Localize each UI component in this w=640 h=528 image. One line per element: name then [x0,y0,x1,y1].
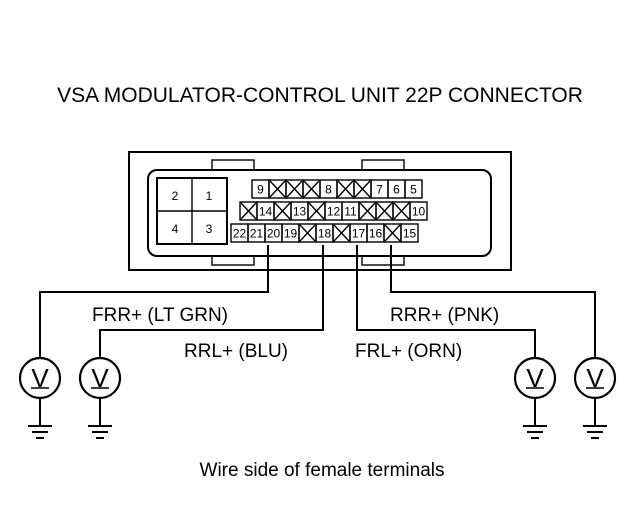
wire-frr [39,245,269,358]
pin-15: 15 [400,223,419,243]
blank-pin-cell [285,179,304,199]
pin-label: 21 [250,227,264,241]
blank-pin-cell [358,201,377,221]
blank-pin-cell [353,179,372,199]
pin-label: 11 [344,205,357,219]
blank-pin-cell [298,223,317,243]
pin-label: 15 [403,227,417,241]
voltmeter-icon: V [513,356,557,439]
pin-14: 14 [256,201,275,221]
pin-label: 19 [284,227,298,241]
pin-5: 5 [404,179,423,199]
pin-label: 10 [412,205,426,219]
voltmeter-symbol: V [526,363,544,393]
diagram-title: VSA MODULATOR-CONTROL UNIT 22P CONNECTOR [57,84,583,107]
wire-rrr [390,245,596,358]
wires [39,245,596,358]
pin-2: 2 [172,189,179,203]
connector-housing [128,151,512,271]
wire-frl [356,245,536,358]
wire-label-frr: FRR+ (LT GRN) [92,305,228,326]
blank-pin-cell [302,179,321,199]
blank-pin-cell [392,201,411,221]
pin-16: 16 [366,223,385,243]
pin-8: 8 [319,179,338,199]
voltmeter-icon: V [573,356,617,439]
blank-pin-cell [273,201,292,221]
blank-pin-cell [239,201,258,221]
ground-icon [28,425,52,439]
pin-13: 13 [290,201,309,221]
pin-7: 7 [370,179,389,199]
voltmeter-symbol: V [586,363,604,393]
diagram-caption: Wire side of female terminals [200,460,445,481]
pin-label: 8 [325,183,332,197]
pin-label: 14 [259,205,273,219]
blank-pin-cell [375,201,394,221]
blank-pin-cell [332,223,351,243]
wire-label-rrl: RRL+ (BLU) [184,341,288,362]
pin-17: 17 [349,223,368,243]
pin-label: 5 [410,183,417,197]
blank-pin-cell [268,179,287,199]
pin-22: 22 [230,223,249,243]
pin-label: 9 [257,183,264,197]
pin-label: 16 [369,227,383,241]
pin-11: 11 [341,201,360,221]
pin-label: 12 [327,205,341,219]
pin-10: 10 [409,201,428,221]
pin-label: 22 [233,227,247,241]
voltmeter-icon: V [18,356,62,439]
pin-9: 9 [251,179,270,199]
pin-18: 18 [315,223,334,243]
large-pins: 2 1 4 3 [172,189,213,236]
blank-pin-cell [336,179,355,199]
ground-icon [583,425,607,439]
pin-20: 20 [264,223,283,243]
pin-label: 13 [293,205,307,219]
pin-21: 21 [247,223,266,243]
pin-label: 7 [376,183,383,197]
blank-pin-cell [383,223,402,243]
wire-label-frl: FRL+ (ORN) [355,341,462,362]
pin-12: 12 [324,201,343,221]
pin-label: 20 [267,227,281,241]
pin-1: 1 [206,189,213,203]
voltmeter-symbol: V [91,363,109,393]
ground-icon [523,425,547,439]
voltmeter-icon: V [78,356,122,439]
ground-icon [88,425,112,439]
pin-label: 18 [318,227,332,241]
pin-label: 17 [352,227,366,241]
wire-label-rrr: RRR+ (PNK) [390,305,499,326]
pin-6: 6 [387,179,406,199]
wire-rrl [99,245,324,358]
pin-4: 4 [172,222,179,236]
pin-label: 6 [393,183,400,197]
pin-19: 19 [281,223,300,243]
blank-pin-cell [307,201,326,221]
pin-3: 3 [206,222,213,236]
voltmeter-symbol: V [31,363,49,393]
